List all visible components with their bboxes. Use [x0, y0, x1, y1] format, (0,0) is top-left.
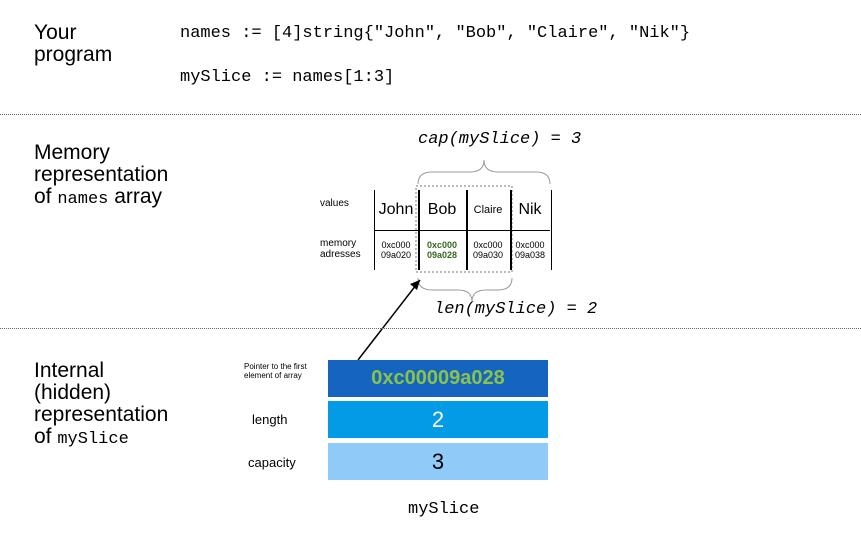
memory-label-line2: representation	[34, 163, 169, 186]
internal-label-line4: of mySlice	[34, 425, 129, 450]
memory-label-line3: of names array	[34, 185, 163, 210]
internal-label-line1: Internal	[34, 359, 105, 382]
divider-bottom	[0, 328, 861, 329]
length-label: length	[252, 412, 288, 427]
code-line-names: names := [4]string{"John", "Bob", "Clair…	[180, 24, 691, 43]
code-line-myslice: mySlice := names[1:3]	[180, 68, 395, 87]
memory-label-line1: Memory	[34, 141, 110, 164]
capacity-label: capacity	[248, 455, 296, 470]
len-brace	[417, 277, 513, 303]
array-address-3: 0xc000 09a038	[514, 240, 546, 260]
array-address-2: 0xc000 09a030	[472, 240, 504, 260]
slice-highlight-box	[415, 185, 513, 273]
internal-label-line2: (hidden)	[34, 381, 112, 404]
values-label: values	[320, 198, 349, 209]
program-section-label: Your program	[34, 22, 112, 66]
array-value-3: Nik	[518, 201, 542, 218]
program-label-line2: program	[34, 43, 113, 66]
array-value-2: Claire	[473, 204, 503, 216]
pointer-label: Pointer to the first element of array	[244, 362, 307, 380]
divider-top	[0, 114, 861, 115]
internal-label-line3: representation	[34, 403, 169, 426]
cap-annotation: cap(mySlice) = 3	[418, 130, 582, 149]
length-field: 2	[328, 401, 548, 438]
pointer-arrowhead	[410, 280, 420, 290]
program-label-line1: Your	[34, 21, 77, 44]
array-address-1: 0xc000 09a028	[426, 240, 458, 260]
cap-brace	[417, 159, 551, 185]
capacity-field: 3	[328, 443, 548, 480]
myslice-code-word: mySlice	[57, 430, 129, 449]
pointer-field: 0xc00009a028	[328, 360, 548, 397]
array-value-0: John	[378, 201, 414, 218]
internal-section-label: Internal (hidden) representation of mySl…	[34, 360, 168, 451]
struct-name-label: mySlice	[408, 500, 480, 519]
array-address-0: 0xc000 09a020	[380, 240, 412, 260]
pointer-arrow	[357, 279, 421, 361]
array-value-1: Bob	[427, 201, 457, 218]
addresses-label: memory adresses	[320, 238, 361, 260]
len-annotation: len(mySlice) = 2	[434, 300, 598, 319]
memory-section-label: Memory representation of names array	[34, 142, 168, 211]
names-code-word: names	[57, 190, 109, 209]
array-row-divider	[374, 230, 550, 231]
